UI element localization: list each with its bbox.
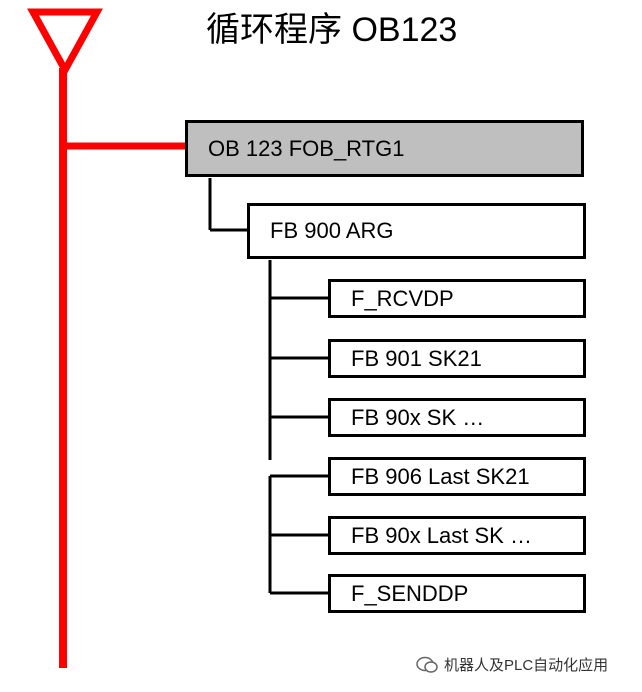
block-f-senddp: F_SENDDP <box>328 574 586 613</box>
watermark: 机器人及PLC自动化应用 <box>416 654 608 675</box>
block-fb90x-sk: FB 90x SK … <box>328 398 586 437</box>
wechat-icon <box>416 656 438 673</box>
block-f-rcvdp: F_RCVDP <box>328 279 586 318</box>
start-triangle-icon <box>27 8 103 78</box>
block-ob123: OB 123 FOB_RTG1 <box>185 120 584 177</box>
block-fb906-last: FB 906 Last SK21 <box>328 457 586 496</box>
block-fb901: FB 901 SK21 <box>328 339 586 378</box>
block-fb90x-last: FB 90x Last SK … <box>328 516 586 555</box>
block-fb900: FB 900 ARG <box>247 203 586 259</box>
page-title: 循环程序 OB123 <box>206 11 458 49</box>
watermark-text: 机器人及PLC自动化应用 <box>444 657 609 674</box>
